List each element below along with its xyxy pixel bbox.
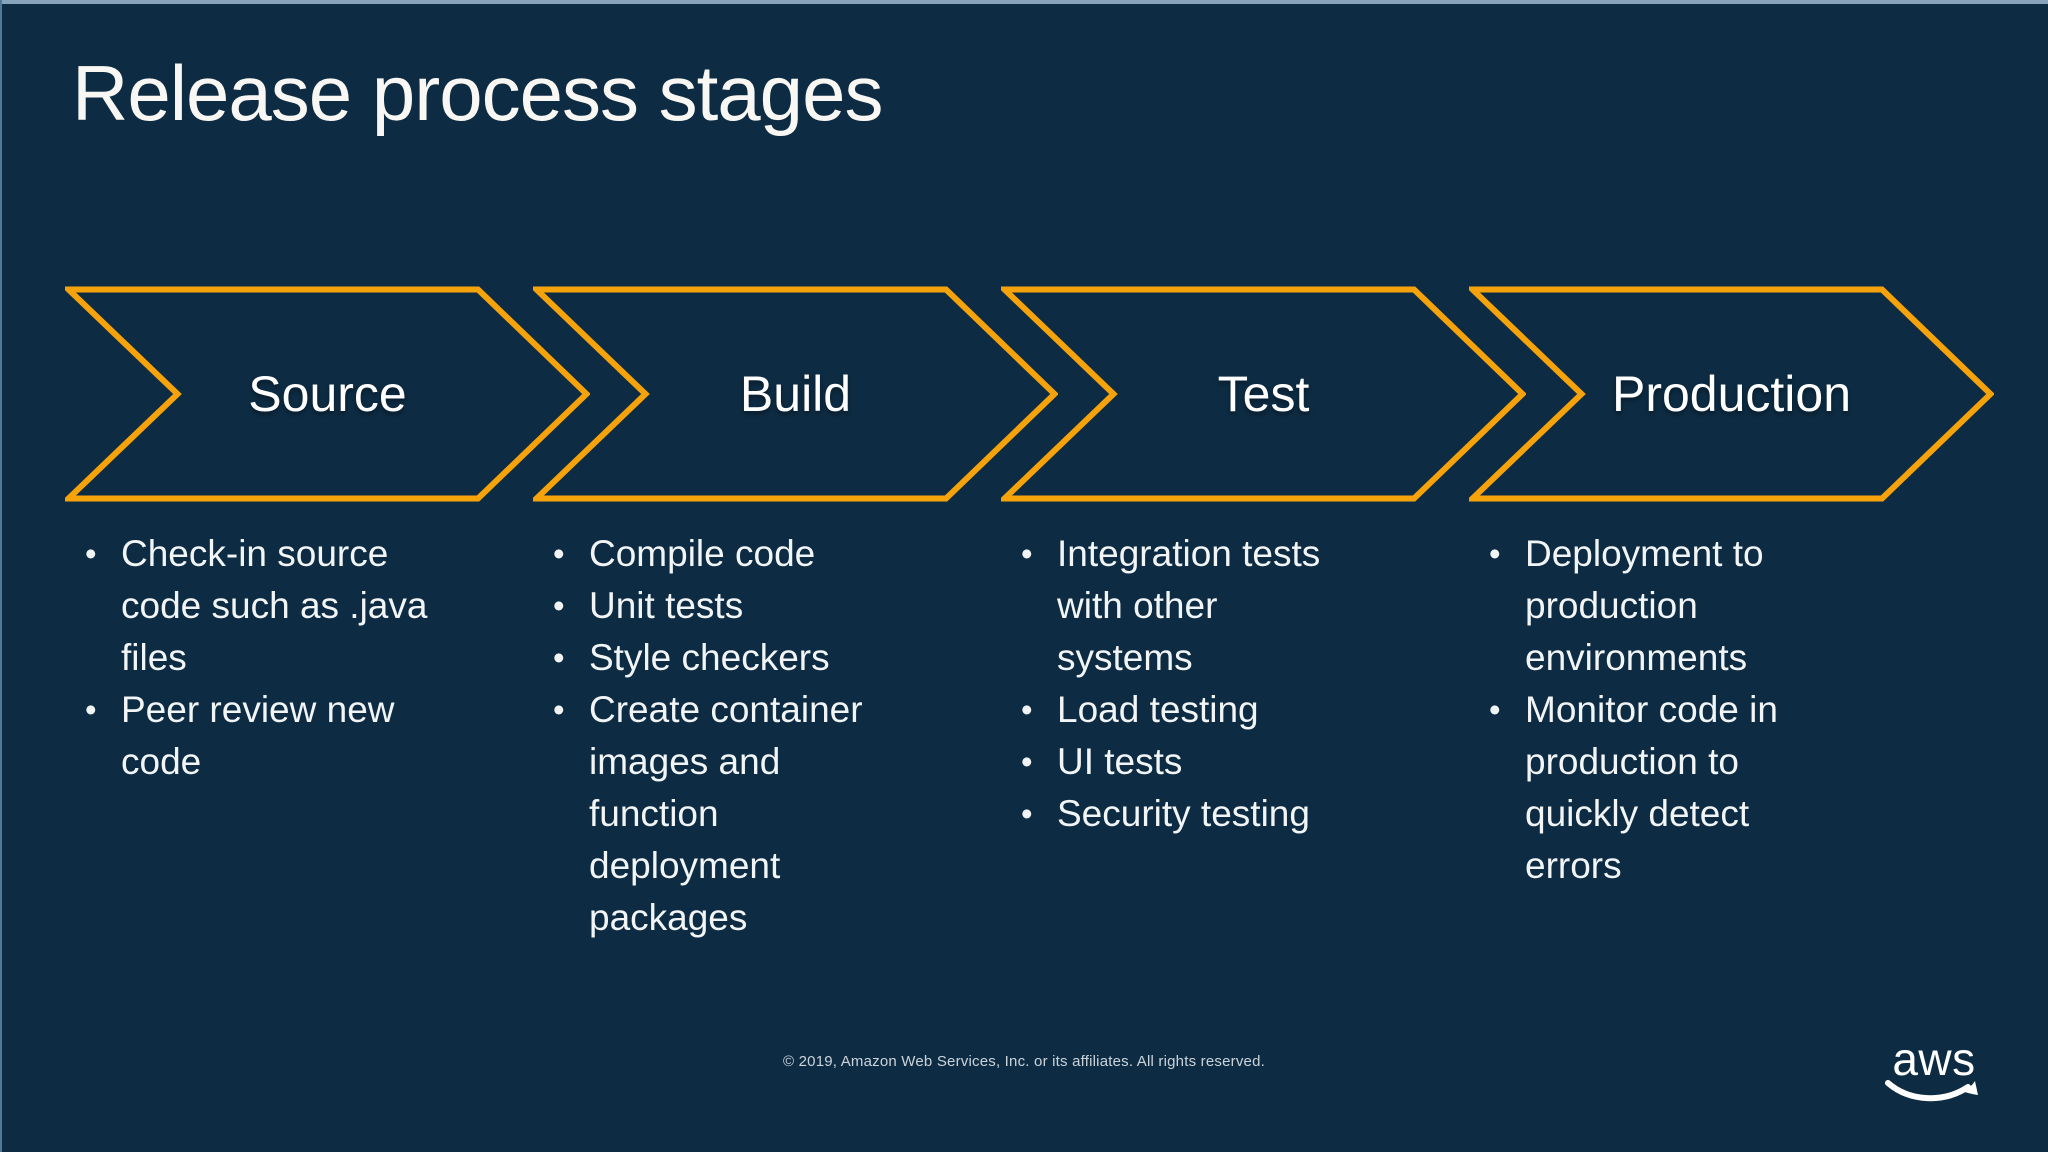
stage-source: Source Check-in source code such as .jav…: [65, 286, 590, 788]
build-chevron: Build: [533, 286, 1058, 502]
chevron-arrow-shape: [1469, 286, 1994, 502]
bullet-item: Compile code: [533, 528, 889, 580]
bullet-item: Unit tests: [533, 580, 889, 632]
slide-left-edge-line: [0, 0, 2, 1152]
build-bullet-list: Compile code Unit tests Style checkers C…: [533, 528, 1058, 944]
stage-label-build: Build: [739, 366, 852, 422]
bullet-item: Deployment to production environments: [1469, 528, 1845, 684]
bullet-item: Check-in source code such as .java files: [65, 528, 441, 684]
bullet-item: Create container images and function dep…: [533, 684, 889, 944]
stage-label-source: Source: [248, 366, 407, 422]
test-chevron: Test: [1001, 286, 1526, 502]
source-bullet-list: Check-in source code such as .java files…: [65, 528, 590, 788]
bullet-item: Peer review new code: [65, 684, 441, 788]
source-chevron: Source: [65, 286, 590, 502]
test-bullet-list: Integration tests with other systems Loa…: [1001, 528, 1526, 840]
production-bullet-list: Deployment to production environments Mo…: [1469, 528, 1994, 892]
stage-test: Test Integration tests with other system…: [1001, 286, 1526, 840]
bullet-item: Security testing: [1001, 788, 1352, 840]
chevron-arrow-shape: [1001, 286, 1526, 502]
stage-production: Production Deployment to production envi…: [1469, 286, 1994, 892]
production-chevron: Production: [1469, 286, 1994, 502]
chevron-arrow-shape: [533, 286, 1058, 502]
stage-build: Build Compile code Unit tests Style chec…: [533, 286, 1058, 944]
aws-logo: aws: [1882, 1036, 1986, 1108]
bullet-item: Monitor code in production to quickly de…: [1469, 684, 1845, 892]
aws-smile-icon: [1885, 1080, 1978, 1102]
slide-top-edge-line: [0, 0, 2048, 4]
bullet-item: Integration tests with other systems: [1001, 528, 1352, 684]
bullet-item: Style checkers: [533, 632, 889, 684]
chevron-arrow-shape: [65, 286, 590, 502]
slide-title: Release process stages: [72, 49, 883, 137]
bullet-item: Load testing: [1001, 684, 1352, 736]
aws-logo-text: aws: [1892, 1033, 1976, 1085]
stage-label-test: Test: [1217, 366, 1310, 422]
copyright-text: © 2019, Amazon Web Services, Inc. or its…: [783, 1053, 1265, 1070]
stage-label-production: Production: [1611, 366, 1852, 422]
bullet-item: UI tests: [1001, 736, 1352, 788]
